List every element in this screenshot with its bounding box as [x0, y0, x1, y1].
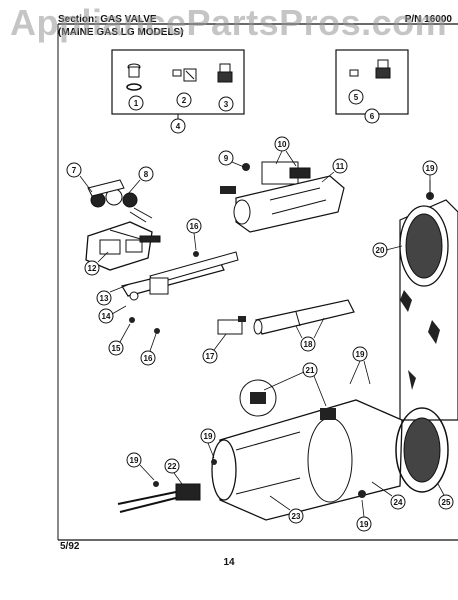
gas-valve-assembly [85, 179, 239, 334]
callout-label-19a: 19 [426, 164, 435, 173]
combustion-chamber [211, 399, 449, 521]
heater-housing [399, 199, 458, 421]
callout-9: 9 [218, 150, 234, 166]
callout-19a: 19 [422, 160, 438, 176]
callout-label-21: 21 [306, 366, 315, 375]
page-number: 14 [223, 557, 235, 568]
callout-label-14: 14 [102, 312, 111, 321]
callout-label-23: 23 [292, 512, 301, 521]
callout-label-19d: 19 [130, 456, 139, 465]
igniter-coil-assembly [220, 161, 345, 233]
callout-16b: 16 [140, 350, 156, 366]
callout-label-16b: 16 [144, 354, 153, 363]
callout-17: 17 [202, 348, 218, 364]
leader-lines [79, 150, 445, 518]
callout-label-1: 1 [134, 99, 139, 108]
callout-19e: 19 [356, 516, 372, 532]
kit-box-left [111, 49, 245, 120]
callout-19c: 19 [200, 428, 216, 444]
callout-5: 5 [348, 89, 364, 105]
callout-2: 2 [176, 92, 192, 108]
callout-4: 4 [170, 118, 186, 134]
callout-1: 1 [128, 95, 144, 111]
callout-6: 6 [364, 108, 380, 124]
callout-label-13: 13 [100, 294, 109, 303]
callout-label-5: 5 [354, 93, 359, 102]
part-number: P/N 16000 [404, 14, 452, 25]
callout-22: 22 [164, 458, 180, 474]
callout-25: 25 [438, 494, 454, 510]
callout-label-24: 24 [394, 498, 403, 507]
callout-label-16a: 16 [190, 222, 199, 231]
callout-8: 8 [138, 166, 154, 182]
callout-10: 10 [274, 136, 290, 152]
callout-label-10: 10 [278, 140, 287, 149]
callout-label-6: 6 [370, 112, 375, 121]
callout-label-25: 25 [442, 498, 451, 507]
callout-label-15: 15 [112, 344, 121, 353]
callout-label-4: 4 [176, 122, 181, 131]
callout-label-18: 18 [304, 340, 313, 349]
callout-15: 15 [108, 340, 124, 356]
callout-label-19b: 19 [356, 350, 365, 359]
callout-label-7: 7 [72, 166, 77, 175]
revision-date: 5/92 [60, 541, 80, 552]
callout-3: 3 [218, 96, 234, 112]
callout-19d: 19 [126, 452, 142, 468]
callout-16a: 16 [186, 218, 202, 234]
burner-tube [217, 299, 355, 335]
callout-label-8: 8 [144, 170, 149, 179]
callout-label-3: 3 [224, 100, 229, 109]
callout-label-2: 2 [182, 96, 187, 105]
callout-label-20: 20 [376, 246, 385, 255]
callout-7: 7 [66, 162, 82, 178]
callout-18: 18 [300, 336, 316, 352]
callout-11: 11 [332, 158, 348, 174]
callout-21: 21 [302, 362, 318, 378]
callout-label-17: 17 [206, 352, 215, 361]
callout-label-11: 11 [336, 162, 345, 171]
callout-label-19c: 19 [204, 432, 213, 441]
callout-label-19e: 19 [360, 520, 369, 529]
callout-20: 20 [372, 242, 388, 258]
models-line: (MAINE GAS LG MODELS) [58, 27, 184, 38]
callout-23: 23 [288, 508, 304, 524]
callout-12: 12 [84, 260, 100, 276]
callout-19b: 19 [352, 346, 368, 362]
callout-label-22: 22 [168, 462, 177, 471]
callout-14: 14 [98, 308, 114, 324]
callout-label-9: 9 [224, 154, 229, 163]
callout-13: 13 [96, 290, 112, 306]
callout-label-12: 12 [88, 264, 97, 273]
section-title: Section: GAS VALVE [58, 14, 157, 25]
callout-24: 24 [390, 494, 406, 510]
